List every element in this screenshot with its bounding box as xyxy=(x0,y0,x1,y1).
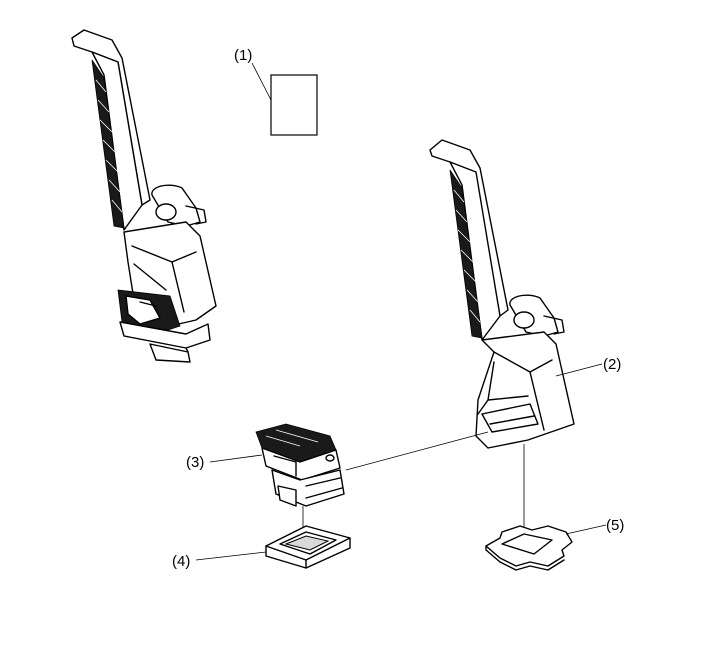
callout-5: (5) xyxy=(606,517,624,534)
adapter-plate-4 xyxy=(265,525,351,569)
callout-3: (3) xyxy=(186,454,204,471)
callout-2: (2) xyxy=(603,356,621,373)
gasket-plate-5 xyxy=(485,525,573,571)
assembled-lever-tool xyxy=(71,29,217,363)
lever-tool-right xyxy=(429,139,575,449)
callout-4: (4) xyxy=(172,553,190,570)
label-sticker xyxy=(270,74,318,136)
clamp-head xyxy=(255,423,345,507)
callout-1: (1) xyxy=(234,47,252,64)
